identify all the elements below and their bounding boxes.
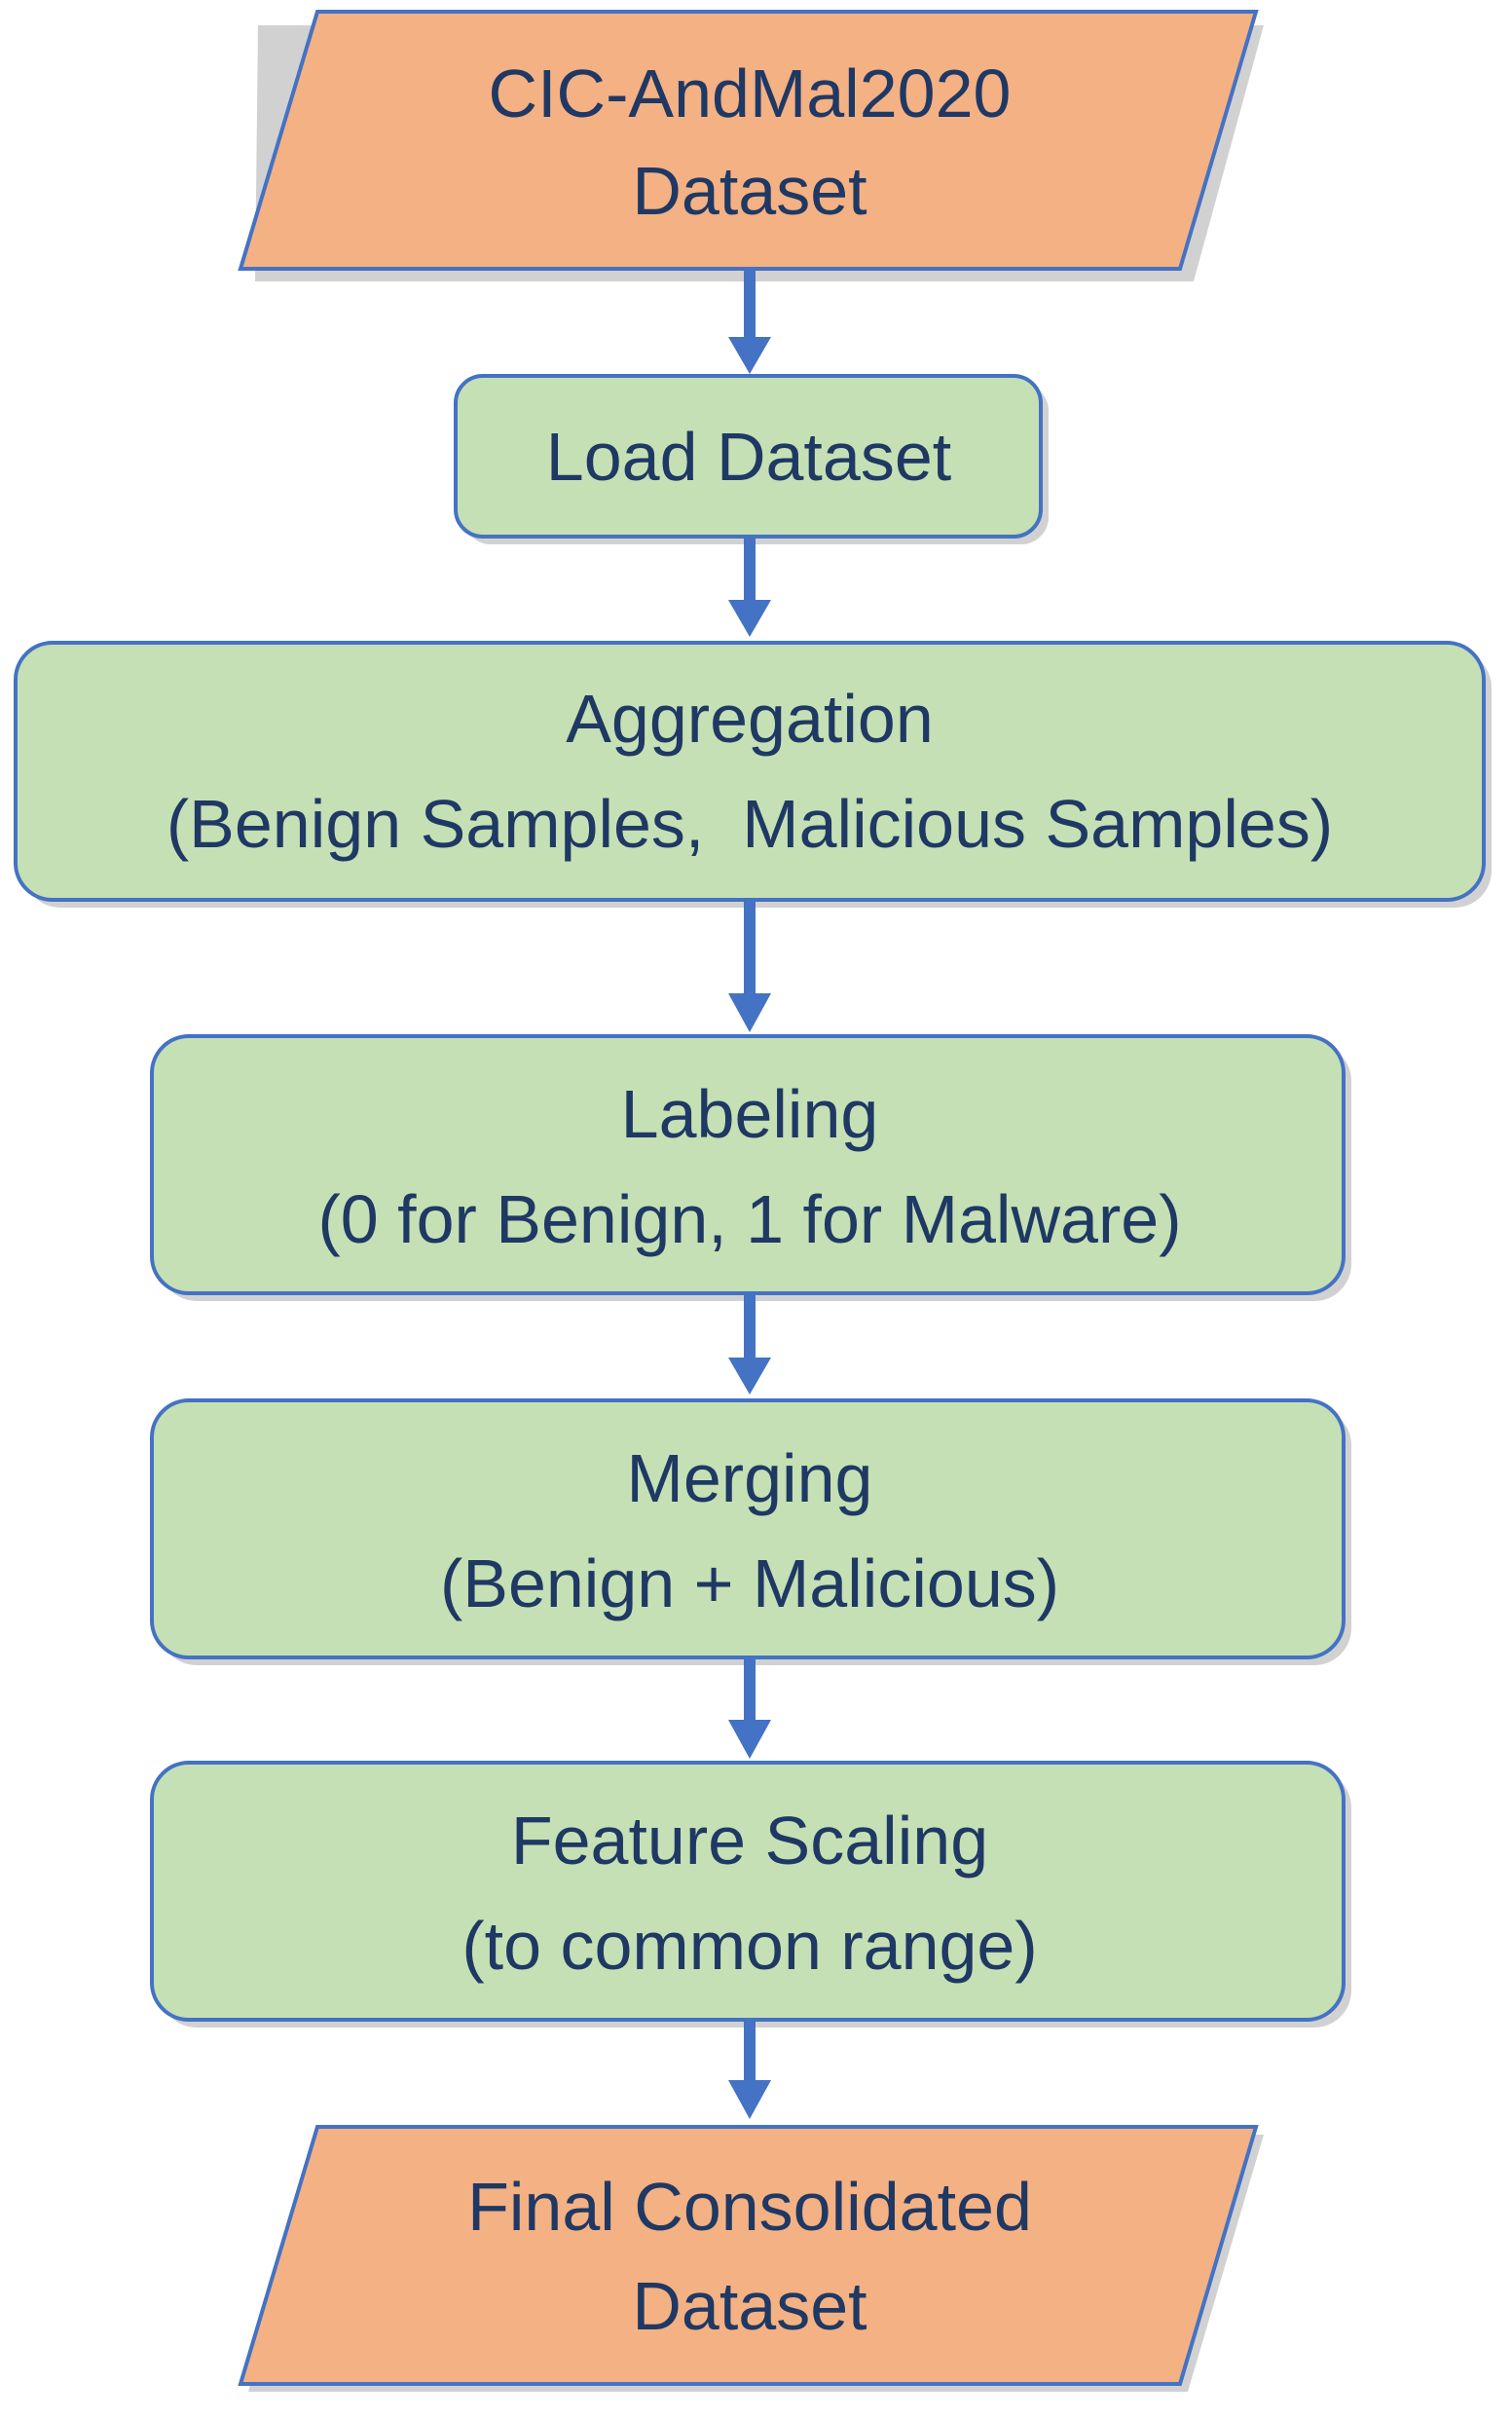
step-load: Load Dataset xyxy=(454,374,1049,544)
output-parallelogram xyxy=(238,2125,1259,2386)
step-labeling: Labeling (0 for Benign, 1 for Malware) xyxy=(150,1034,1351,1301)
labeling-label-line2: (0 for Benign, 1 for Malware) xyxy=(317,1181,1181,1257)
step-input: CIC-AndMal2020 Dataset xyxy=(238,10,1264,281)
step-aggregation: Aggregation (Benign Samples, Malicious S… xyxy=(14,641,1492,908)
merging-box xyxy=(150,1398,1346,1659)
scaling-label-line2: (to common range) xyxy=(461,1908,1037,1984)
input-label-line2: Dataset xyxy=(632,153,867,229)
output-label-line1: Final Consolidated xyxy=(467,2169,1032,2245)
aggregation-label-line2: (Benign Samples, Malicious Samples) xyxy=(166,786,1333,862)
arrow-4 xyxy=(728,1295,771,1395)
input-parallelogram xyxy=(238,10,1259,271)
input-label-line1: CIC-AndMal2020 xyxy=(489,56,1012,131)
load-label: Load Dataset xyxy=(546,419,951,495)
arrow-3 xyxy=(728,902,771,1032)
step-merging: Merging (Benign + Malicious) xyxy=(150,1398,1351,1665)
arrow-6 xyxy=(728,2022,771,2119)
arrow-2 xyxy=(728,539,771,637)
load-box xyxy=(454,374,1043,539)
merging-label-line1: Merging xyxy=(627,1440,873,1516)
step-feature-scaling: Feature Scaling (to common range) xyxy=(150,1761,1351,2028)
aggregation-label-line1: Aggregation xyxy=(566,681,934,757)
step-output: Final Consolidated Dataset xyxy=(238,2125,1264,2392)
arrow-1 xyxy=(728,271,771,374)
merging-label-line2: (Benign + Malicious) xyxy=(440,1545,1059,1621)
scaling-label-line1: Feature Scaling xyxy=(511,1803,988,1879)
labeling-box xyxy=(150,1034,1346,1295)
labeling-label-line1: Labeling xyxy=(621,1076,879,1152)
aggregation-box xyxy=(14,641,1486,902)
scaling-box xyxy=(150,1761,1346,2022)
arrow-5 xyxy=(728,1659,771,1759)
output-label-line2: Dataset xyxy=(632,2268,867,2344)
